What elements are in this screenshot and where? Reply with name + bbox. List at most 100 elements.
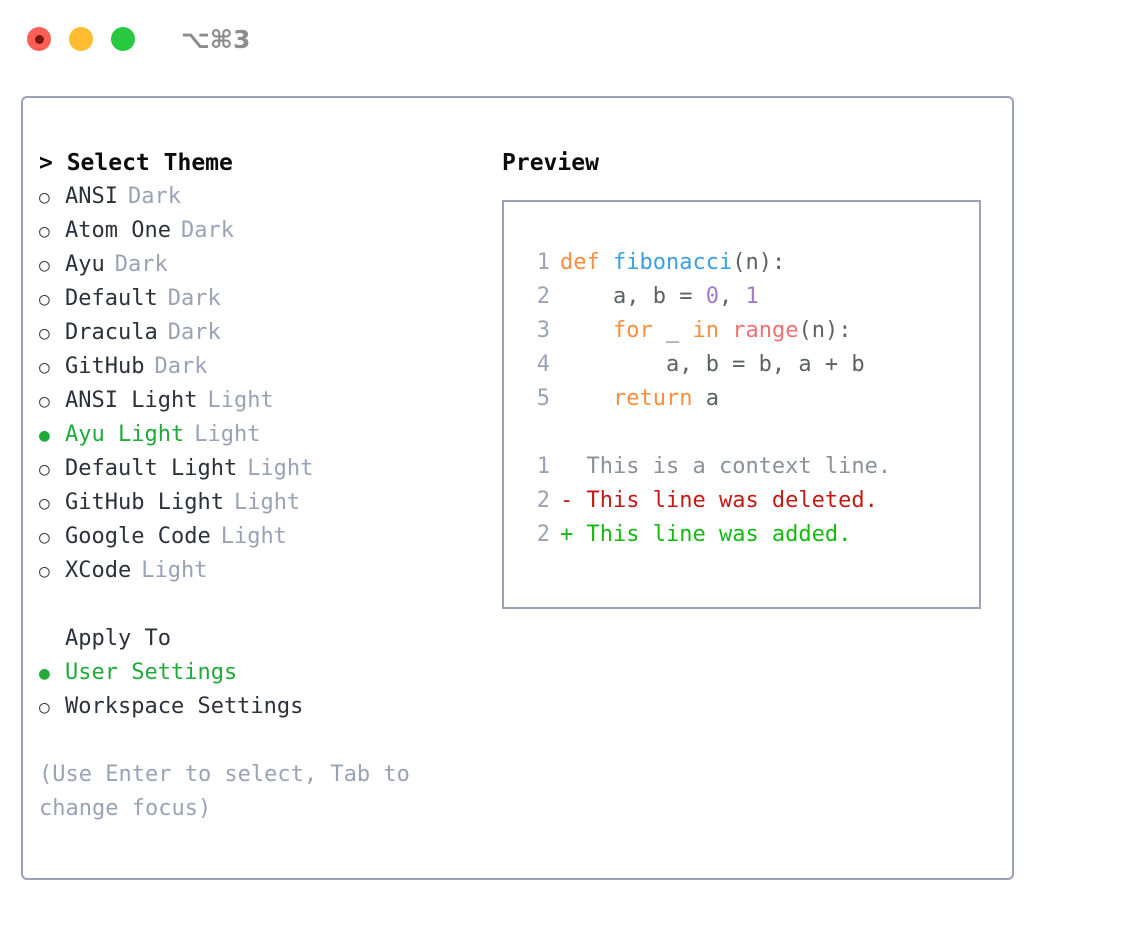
preview-heading: Preview (502, 150, 599, 176)
theme-name: GitHub (65, 354, 145, 379)
theme-variant-tag: Light (247, 456, 314, 481)
spacer (39, 724, 469, 758)
line-number: 2 (536, 284, 550, 309)
theme-variant-tag: Light (220, 524, 287, 549)
theme-name: Default Light (65, 456, 238, 481)
radio-unselected-icon: ○ (39, 561, 50, 582)
apply-to-name: User Settings (65, 660, 238, 685)
line-number: 5 (536, 386, 550, 411)
radio-unselected-icon: ○ (39, 459, 50, 480)
theme-variant-tag: Dark (114, 252, 168, 277)
theme-list-item[interactable]: ○ GitHub Dark (39, 350, 469, 384)
theme-name: Google Code (65, 524, 211, 549)
theme-name: Ayu (65, 252, 105, 277)
maximize-button[interactable] (111, 27, 135, 51)
theme-variant-tag: Dark (127, 184, 181, 209)
code-text: for _ in range(n): (560, 314, 851, 348)
theme-list-item[interactable]: ○ ANSI Dark (39, 180, 469, 214)
theme-variant-tag: Light (141, 558, 208, 583)
code-token-num: 1 (745, 284, 759, 309)
radio-unselected-icon: ○ (39, 697, 50, 718)
theme-name: Ayu Light (65, 422, 185, 447)
code-token-plain (560, 318, 613, 343)
diff-marker: - (560, 488, 587, 513)
radio-unselected-icon: ○ (39, 221, 50, 242)
minimize-button[interactable] (69, 27, 93, 51)
theme-name: Atom One (65, 218, 171, 243)
code-token-kw: def (560, 250, 613, 275)
window-controls (27, 27, 135, 51)
code-token-kw: for (612, 318, 653, 343)
theme-variant-tag: Light (233, 490, 301, 515)
theme-name: GitHub Light (65, 490, 224, 515)
apply-to-item[interactable]: ● User Settings (39, 656, 469, 690)
radio-unselected-icon: ○ (39, 323, 50, 344)
radio-selected-icon: ● (39, 663, 50, 684)
line-number: 2 (536, 522, 550, 547)
theme-list-item[interactable]: ○ Google Code Light (39, 520, 469, 554)
diff-line: 2 + This line was added. (522, 518, 979, 552)
code-token-plain: (n): (798, 318, 852, 343)
line-number: 1 (536, 454, 550, 479)
theme-variant-tag: Dark (167, 286, 221, 311)
theme-name: XCode (65, 558, 132, 583)
code-token-kw: in (692, 318, 719, 343)
radio-unselected-icon: ○ (39, 187, 50, 208)
select-theme-heading: > Select Theme (39, 150, 233, 176)
code-text: a, b = b, a + b (560, 348, 865, 382)
line-number: 4 (536, 352, 550, 377)
radio-unselected-icon: ○ (39, 527, 50, 548)
theme-name: Dracula (65, 320, 158, 345)
code-text: def fibonacci(n): (560, 246, 785, 280)
code-token-ent: range (732, 318, 799, 343)
close-button[interactable] (27, 27, 51, 51)
theme-name: ANSI (65, 184, 118, 209)
code-token-plain (719, 318, 732, 343)
theme-variant-tag: Light (194, 422, 261, 447)
diff-text: This line was added. (586, 522, 852, 547)
code-token-num: 0 (705, 284, 719, 309)
diff-line: 2- This line was deleted. (522, 484, 979, 518)
code-token-plain: (n): (732, 250, 786, 275)
theme-list-item[interactable]: ○ Ayu Dark (39, 248, 469, 282)
radio-unselected-icon: ○ (39, 493, 50, 514)
radio-unselected-icon: ○ (39, 357, 50, 378)
code-token-plain (560, 386, 613, 411)
radio-unselected-icon: ○ (39, 255, 50, 276)
theme-name: Default (65, 286, 158, 311)
apply-to-item[interactable]: ○Workspace Settings (39, 690, 469, 724)
diff-marker: + (560, 522, 587, 547)
theme-list-item[interactable]: ○ Default Light Light (39, 452, 469, 486)
theme-list-item[interactable]: ○ XCode Light (39, 554, 469, 588)
keyboard-hint: (Use Enter to select, Tab to change focu… (39, 762, 424, 821)
theme-list-item[interactable]: ○ GitHub Light Light (39, 486, 469, 520)
code-line: 5 return a (522, 382, 979, 416)
spacer (39, 588, 469, 622)
theme-variant-tag: Dark (167, 320, 221, 345)
theme-list-item[interactable]: ○ Atom One Dark (39, 214, 469, 248)
code-token-plain: _ (652, 318, 693, 343)
code-token-plain: a, b = b, a + b (560, 352, 865, 377)
diff-marker (560, 450, 587, 484)
line-number: 2 (536, 488, 550, 513)
spacer (522, 416, 979, 450)
code-text: return a (560, 382, 719, 416)
apply-to-list[interactable]: ● User Settings ○Workspace Settings (39, 656, 469, 724)
code-token-plain: a (692, 386, 719, 411)
code-token-plain: , (718, 284, 746, 309)
theme-variant-tag: Dark (154, 354, 208, 379)
theme-variant-tag: Dark (180, 218, 234, 243)
line-number: 3 (536, 318, 550, 343)
theme-list-item[interactable]: ○ Dracula Dark (39, 316, 469, 350)
radio-unselected-icon: ○ (39, 391, 50, 412)
